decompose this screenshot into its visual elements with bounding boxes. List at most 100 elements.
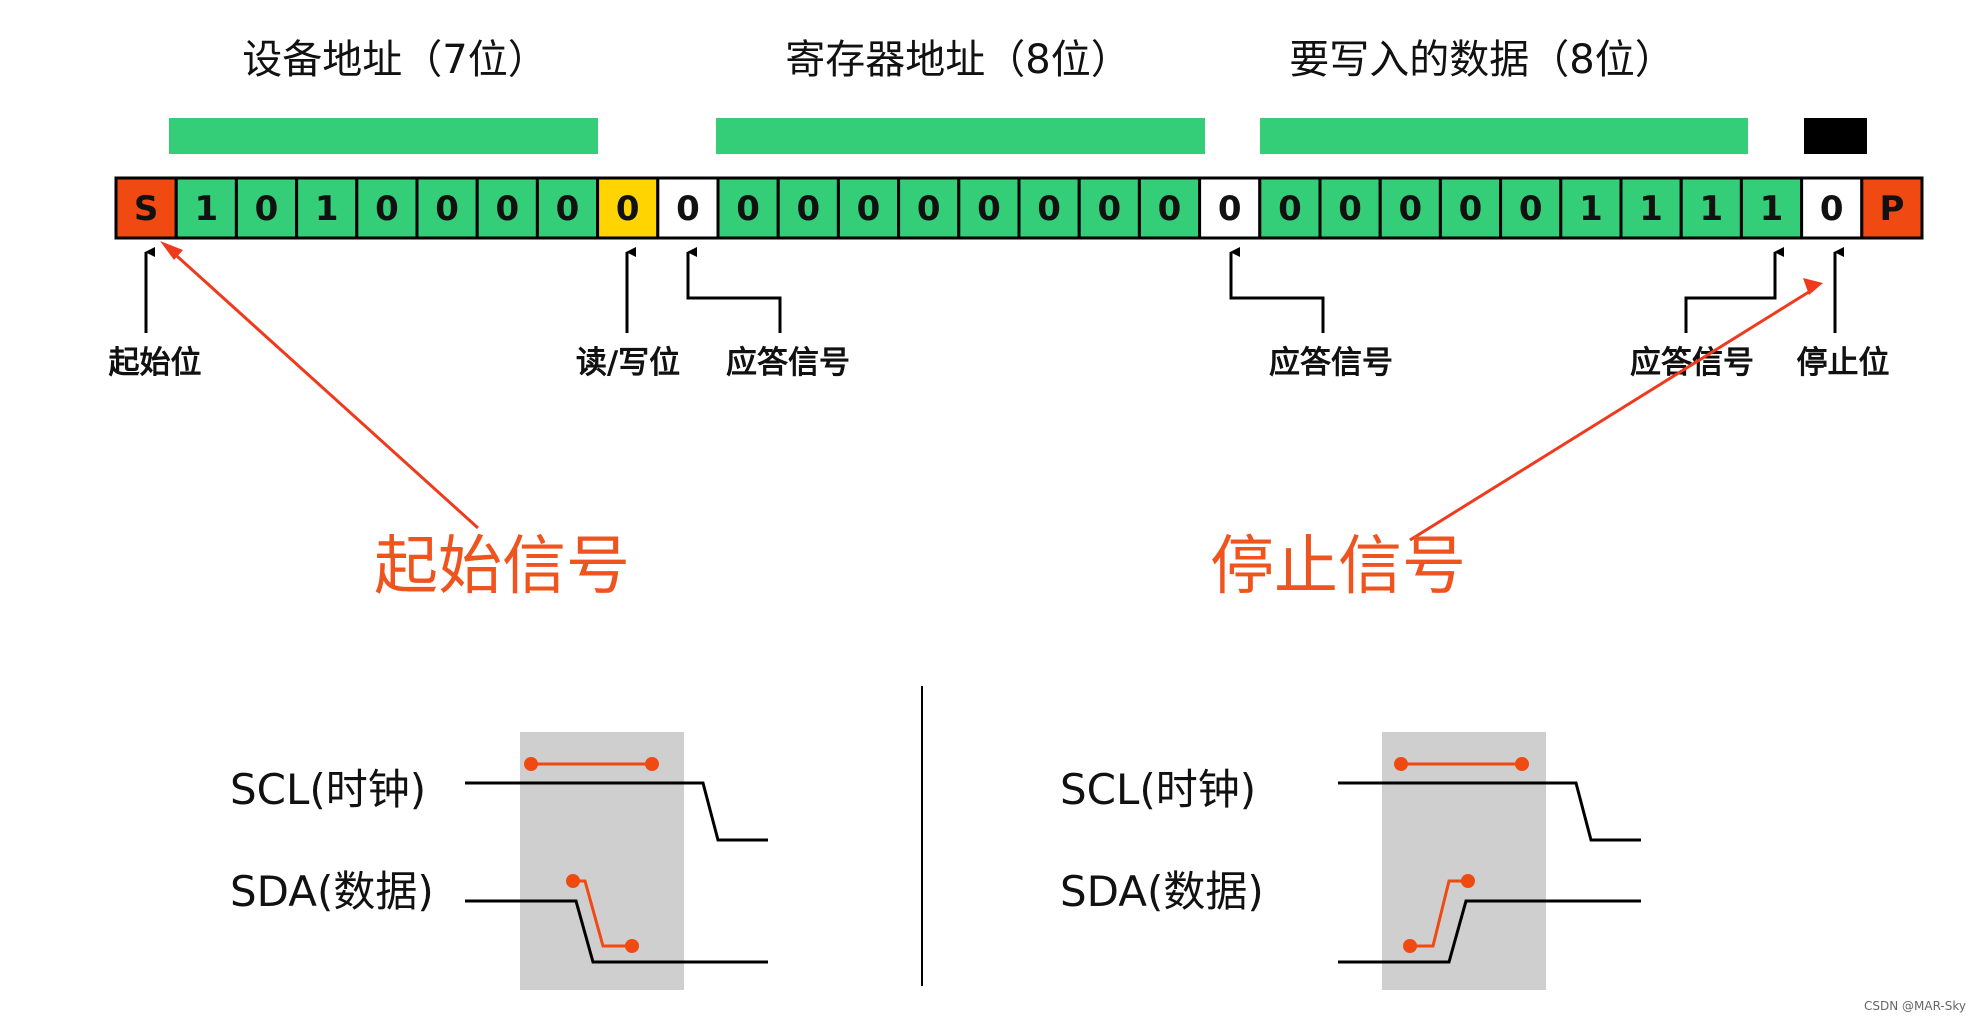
bit-value: 0: [1158, 189, 1182, 229]
bit-value: 0: [917, 189, 941, 229]
bit-cell-data: 0: [957, 176, 1021, 240]
bit-value: 0: [857, 189, 881, 229]
bit-cell-box: [1559, 176, 1623, 240]
marker-dot: [566, 874, 580, 888]
marker-dot: [1403, 939, 1417, 953]
bit-cell-data: 1: [1739, 176, 1804, 240]
bit-cell-box: [1318, 176, 1382, 240]
header-device-address: 设备地址（7位）: [242, 37, 547, 83]
bit-value: 0: [1097, 189, 1121, 229]
bit-cell-data: 1: [295, 176, 359, 240]
bit-cell-data: 0: [1438, 176, 1503, 240]
bit-cell-data: 0: [776, 176, 840, 240]
start-signal-title: 起始信号: [374, 530, 630, 604]
bit-cell-data: 1: [1679, 176, 1743, 240]
bit-cell-data: 0: [1137, 176, 1202, 240]
ack3-arrow: [1684, 247, 1784, 333]
bit-cell-data: 0: [1318, 176, 1382, 240]
bit-cell-box: [114, 176, 178, 240]
bit-value: P: [1879, 189, 1904, 229]
stop-bar: [1804, 118, 1867, 154]
bit-value: 1: [1699, 189, 1723, 229]
watermark: CSDN @MAR-Sky: [1864, 999, 1966, 1013]
start-callout-arrowhead: [160, 241, 183, 260]
bit-cell-data: 0: [1499, 176, 1563, 240]
bit-cell-box: [234, 176, 299, 240]
bit-value: 0: [1338, 189, 1362, 229]
bit-cell-box: [174, 176, 238, 240]
stop-condition-timing: SCL(时钟) SDA(数据): [1060, 732, 1641, 990]
header-data: 要写入的数据（8位）: [1289, 37, 1674, 83]
start-callout-line: [166, 246, 480, 530]
bit-cell-box: [1198, 176, 1262, 240]
ack2-arrow: [1229, 247, 1325, 333]
bit-value: 0: [1037, 189, 1061, 229]
bit-cell-data: 0: [535, 176, 600, 240]
bit-cell-data: 0: [415, 176, 479, 240]
scl-label-right: SCL(时钟): [1060, 765, 1256, 814]
bit-cell-stop: P: [1860, 176, 1924, 240]
device-address-bar: [169, 118, 598, 154]
bit-cell-box: [535, 176, 600, 240]
marker-dot: [1461, 874, 1475, 888]
bit-value: 0: [1519, 189, 1543, 229]
label-ack2: 应答信号: [1269, 345, 1393, 381]
start-condition-timing: SCL(时钟) SDA(数据): [230, 732, 768, 990]
bit-cell-box: [596, 176, 660, 240]
bit-cell-start: S: [114, 176, 178, 240]
bit-cell-box: [1077, 176, 1141, 240]
bit-value: 1: [194, 189, 218, 229]
bit-cell-ack: 0: [1198, 176, 1262, 240]
bit-cell-box: [776, 176, 840, 240]
bit-cell-box: [836, 176, 901, 240]
bit-cell-ack: 0: [1800, 176, 1864, 240]
stop-callout-line: [1409, 288, 1813, 542]
bit-value: 0: [1398, 189, 1422, 229]
marker-dot: [1394, 757, 1408, 771]
bit-value: 0: [495, 189, 519, 229]
bit-cell-data: 0: [234, 176, 299, 240]
bit-cell-data: 0: [1017, 176, 1081, 240]
bit-cell-data: 0: [897, 176, 961, 240]
stop-signal-title: 停止信号: [1210, 530, 1466, 604]
header-register-address: 寄存器地址（8位）: [785, 37, 1130, 83]
bit-value: 0: [1218, 189, 1242, 229]
bit-cell-data: 0: [836, 176, 901, 240]
marker-dot: [1515, 757, 1529, 771]
bit-cell-data: 0: [1378, 176, 1442, 240]
bit-value: 0: [1459, 189, 1483, 229]
bit-value: 0: [676, 189, 700, 229]
scl-waveform-left: [465, 781, 768, 842]
bit-value: 0: [255, 189, 279, 229]
bit-cell-box: [1679, 176, 1743, 240]
callout-arrows: [160, 241, 1823, 542]
data-bar: [1260, 118, 1748, 154]
bit-cell-data: 0: [1077, 176, 1141, 240]
bit-cell-box: [1800, 176, 1864, 240]
bit-value: 1: [1760, 189, 1784, 229]
label-start-bit: 起始位: [109, 345, 202, 381]
bit-value: 0: [977, 189, 1001, 229]
bit-value: 0: [1278, 189, 1302, 229]
bit-cell-box: [475, 176, 539, 240]
marker-dot: [524, 757, 538, 771]
bit-value: 0: [375, 189, 399, 229]
bit-value: 0: [556, 189, 580, 229]
bit-value: 1: [1579, 189, 1603, 229]
sda-label-right: SDA(数据): [1060, 867, 1264, 916]
bit-value: 0: [616, 189, 640, 229]
bit-cell-box: [1438, 176, 1503, 240]
label-rw-bit: 读/写位: [576, 345, 680, 381]
scl-label-left: SCL(时钟): [230, 765, 426, 814]
start-shaded-region: [520, 732, 684, 990]
bit-cell-data: 0: [1258, 176, 1322, 240]
stop-callout-arrowhead: [1803, 278, 1823, 295]
bit-cell-box: [1017, 176, 1081, 240]
sda-rising-marker: [1410, 879, 1468, 948]
scl-waveform-right: [1338, 781, 1641, 842]
bit-value: 0: [796, 189, 820, 229]
bit-cell-data: 0: [355, 176, 419, 240]
bit-cell-rw: 0: [596, 176, 660, 240]
